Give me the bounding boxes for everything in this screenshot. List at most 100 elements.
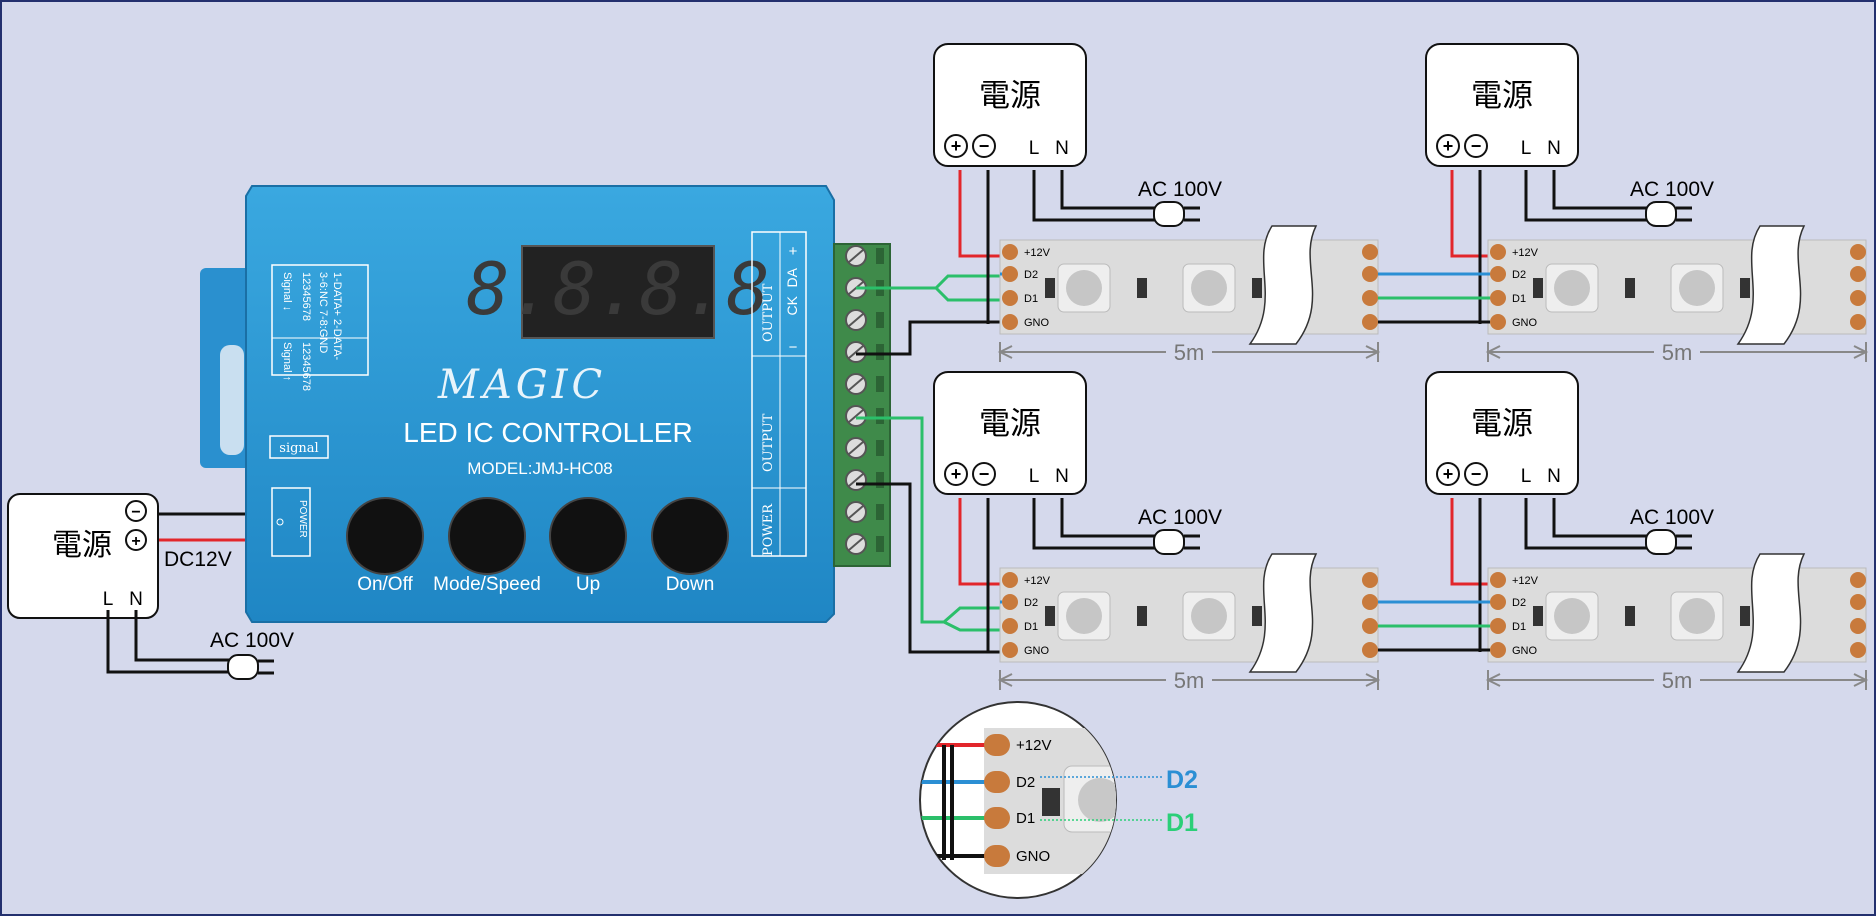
led-chip-icon	[1554, 598, 1590, 634]
screw-slot	[848, 441, 864, 455]
pad-label: GNO	[1512, 317, 1538, 329]
n-label: N	[1055, 466, 1069, 487]
mode-speed-button[interactable]	[448, 497, 526, 575]
solder-pad	[1490, 642, 1506, 658]
term-pin-da: DA	[784, 267, 800, 287]
terminal-tab	[876, 248, 884, 264]
plus-label: +	[1443, 136, 1454, 156]
screw-slot	[848, 377, 864, 391]
resistor	[1533, 606, 1543, 626]
solder-pad	[1002, 618, 1018, 634]
pad-label: D2	[1024, 269, 1038, 281]
seven-segment-display	[521, 245, 715, 339]
mode-speed-label: Mode/Speed	[433, 574, 541, 595]
psu-n-label: N	[129, 589, 143, 610]
plus-label: +	[1443, 464, 1454, 484]
led-chip-icon	[1191, 598, 1227, 634]
term-output-1: OUTPUT	[761, 283, 776, 342]
pad-label: D1	[1024, 293, 1038, 305]
strip-link-wires	[1000, 272, 1490, 324]
minus-label: −	[979, 464, 990, 484]
ac-label: AC 100V	[1630, 506, 1714, 529]
length-label: 5m	[1662, 668, 1693, 693]
on-off-label: On/Off	[357, 574, 413, 595]
solder-pad	[1002, 244, 1018, 260]
solder-pad	[1850, 642, 1866, 658]
pad-label: D1	[1024, 621, 1038, 633]
plus-label: +	[951, 464, 962, 484]
brand-logo: MAGIC	[437, 362, 606, 408]
plus-terminal-label: +	[131, 533, 140, 550]
plus-terminal-icon	[125, 529, 147, 551]
term-pin-ck: CK	[784, 295, 800, 315]
solder-pad	[1002, 642, 1018, 658]
down-button[interactable]	[651, 497, 729, 575]
n-label: N	[1547, 466, 1561, 487]
psu-l-label: L	[103, 589, 114, 610]
minus-terminal-icon	[1464, 134, 1488, 158]
up-button[interactable]	[549, 497, 627, 575]
signal-up: Signal ↑	[281, 342, 293, 381]
n-label: N	[1547, 138, 1561, 159]
screw-slot	[848, 505, 864, 519]
pin-label-block: 1-DATA+ 2-DATA- 3-6:NC 7-8:GND 12345678 …	[271, 264, 369, 391]
resistor	[1533, 278, 1543, 298]
pad-label: +12V	[1024, 247, 1051, 259]
psu-title: 電源	[979, 406, 1041, 442]
down-label: Down	[666, 574, 715, 595]
pad-label: GNO	[1024, 645, 1050, 657]
solder-pad	[1850, 290, 1866, 306]
terminal-tab	[876, 440, 884, 456]
detail-pad-12v: +12V	[1016, 737, 1051, 754]
strip-break	[1736, 553, 1806, 673]
dc12v-label: DC12V	[164, 548, 232, 571]
pad-label: D2	[1512, 269, 1526, 281]
product-name: LED IC CONTROLLER	[403, 417, 692, 448]
plus-terminal-icon	[1436, 134, 1460, 158]
plus-label: +	[951, 136, 962, 156]
resistor	[1740, 278, 1750, 298]
minus-terminal-icon	[972, 462, 996, 486]
l-label: L	[1029, 138, 1040, 159]
minus-terminal-icon	[1464, 462, 1488, 486]
signal-label: signal	[279, 441, 318, 456]
solder-pad	[1002, 290, 1018, 306]
solder-pad	[1490, 572, 1506, 588]
solder-pad	[1362, 266, 1378, 282]
resistor	[1625, 606, 1635, 626]
pins-a: 12345678	[300, 272, 312, 321]
plus-terminal-icon	[944, 462, 968, 486]
strip-link-wires	[1000, 600, 1490, 652]
plug-icon	[1645, 529, 1677, 555]
resistor	[1252, 606, 1262, 626]
solder-pad	[1362, 572, 1378, 588]
pad-label: +12V	[1512, 575, 1539, 587]
resistor	[1740, 606, 1750, 626]
psu-title: 電源	[979, 78, 1041, 114]
led-chip-icon	[1066, 598, 1102, 634]
on-off-button[interactable]	[346, 497, 424, 575]
psu-title: 電源	[1471, 406, 1533, 442]
solder-pad	[1002, 572, 1018, 588]
screw-slot	[848, 249, 864, 263]
screw-slot	[848, 345, 864, 359]
screw-slot	[848, 537, 864, 551]
terminal-tab	[876, 472, 884, 488]
solder-pad	[1362, 314, 1378, 330]
mount-slot	[220, 345, 244, 455]
resistor	[1252, 278, 1262, 298]
solder-pad	[1002, 266, 1018, 282]
power-tag: POWER	[297, 500, 308, 538]
led-chip-icon	[1554, 270, 1590, 306]
pad-label: GNO	[1024, 317, 1050, 329]
n-label: N	[1055, 138, 1069, 159]
led-chip-icon	[1679, 270, 1715, 306]
solder-pad	[1362, 594, 1378, 610]
resistor	[1045, 278, 1055, 298]
solder-pad	[1490, 290, 1506, 306]
minus-terminal-icon	[125, 500, 147, 522]
pad-label: D1	[1512, 293, 1526, 305]
